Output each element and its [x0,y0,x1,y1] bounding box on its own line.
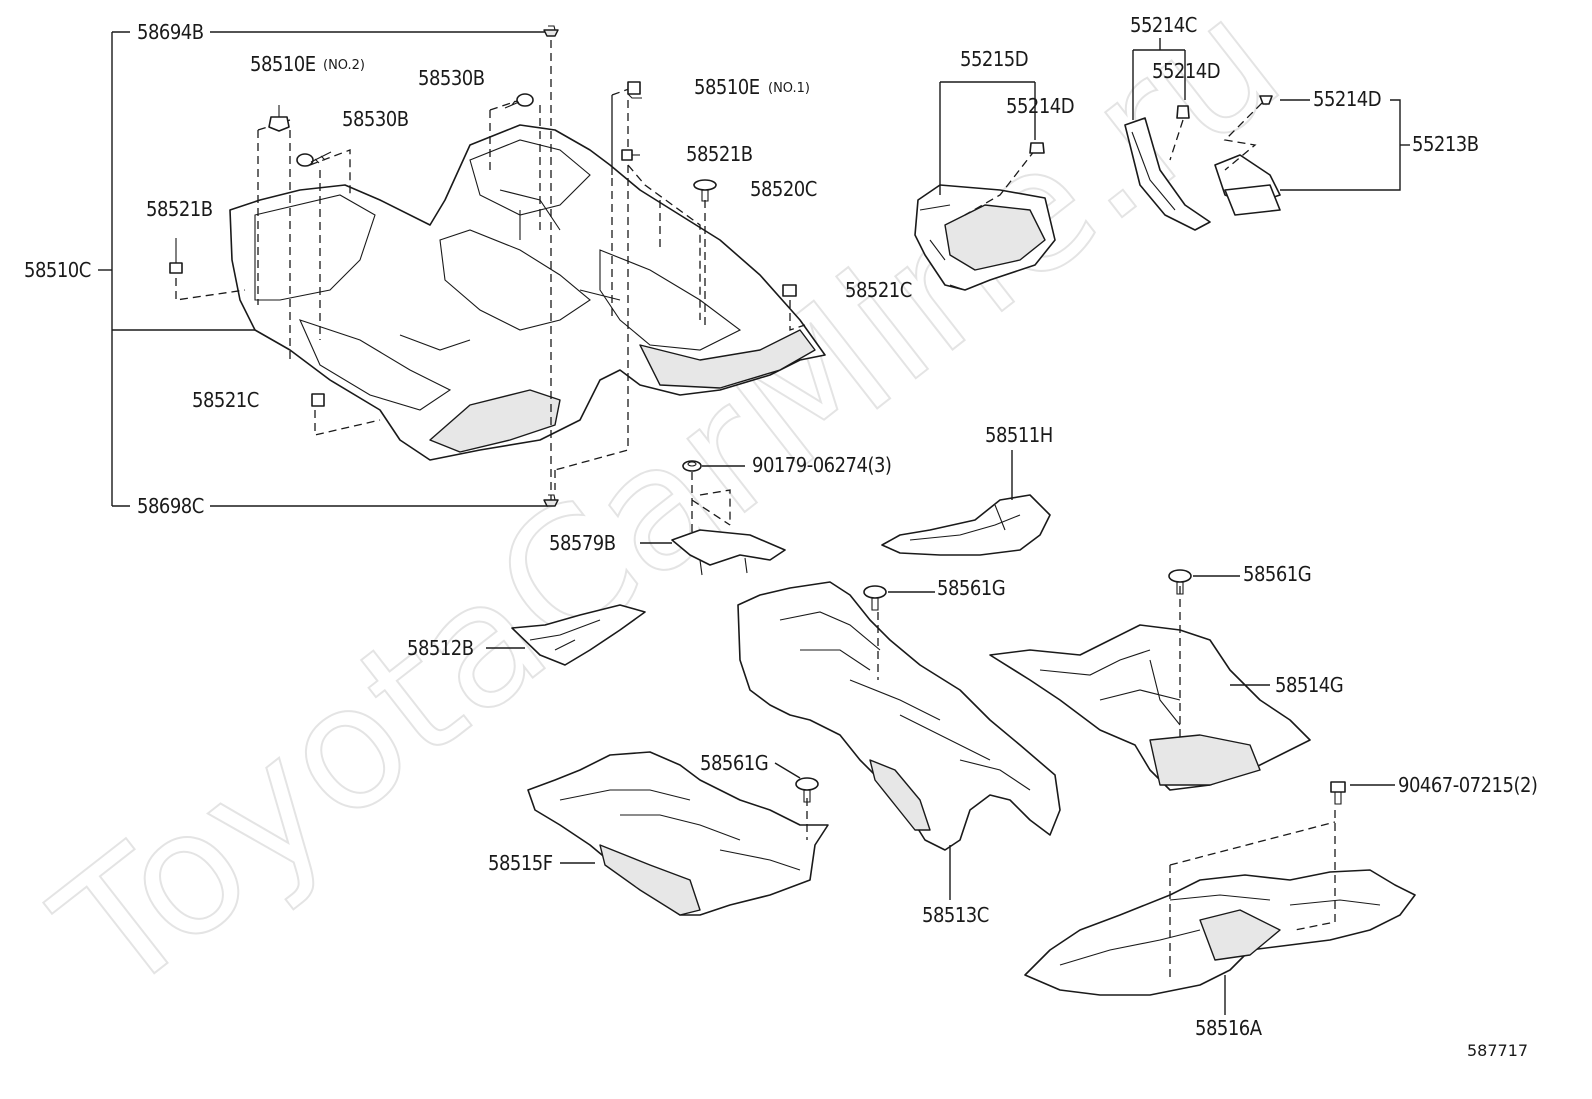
label-55214d-b: 55214D [1152,59,1220,83]
label-58510c: 58510C [24,258,91,282]
clip-icon [627,81,642,99]
label-58698c: 58698C [137,494,204,518]
label-55214d-a: 55214D [1006,94,1074,118]
part-55213b [1214,95,1410,216]
clip-icon [543,25,559,37]
floor-carpet-assembly [229,124,826,461]
screw-icon [504,93,534,109]
label-58561g-c: 58561G [700,751,768,775]
part-58513c [737,581,1061,900]
screw-icon [296,151,332,167]
clip-icon [1259,95,1273,105]
label-58561g-a: 58561G [937,576,1005,600]
label-58511h: 58511H [985,423,1053,447]
clip-icon [543,494,559,507]
label-58515f: 58515F [488,851,553,875]
label-58530b-b: 58530B [342,107,409,131]
clip-icon [169,238,183,274]
label-58530b-a: 58530B [418,66,485,90]
label-58520c: 58520C [750,177,817,201]
push-rivet-icon [863,585,887,611]
part-55215d [914,81,1056,291]
push-rivet-icon [693,179,717,202]
part-55214c [1124,38,1211,231]
label-90179: 90179-06274(3) [752,453,891,477]
part-58579b [640,460,786,576]
label-58521c-a: 58521C [845,278,912,302]
clip-icon [782,284,797,297]
clip-icon [621,149,640,161]
label-58516a: 58516A [1195,1016,1263,1040]
label-58510e-no2: 58510E [250,52,316,76]
part-58515f [527,751,829,916]
fasteners-top-left [169,25,797,507]
labels: 58694B 58510E (NO.2) 58530B 58530B 58510… [24,13,1538,1060]
label-no1: (NO.1) [768,81,810,96]
part-58511h [881,450,1051,556]
part-58514g [989,586,1311,791]
label-55213b: 55213B [1412,132,1479,156]
label-55214d-c: 55214D [1313,87,1381,111]
clip-icon [1176,105,1190,119]
label-58513c: 58513C [922,903,989,927]
fasteners-lower [774,569,1395,805]
label-58561g-b: 58561G [1243,562,1311,586]
push-rivet-icon [1168,569,1192,595]
label-no2: (NO.2) [323,58,365,73]
bracket-58510c [98,31,548,507]
label-90467: 90467-07215(2) [1398,773,1537,797]
push-rivet-icon [1330,781,1346,805]
part-58512b [486,604,646,666]
label-58512b: 58512B [407,636,474,660]
label-58694b: 58694B [137,20,204,44]
nut-icon [682,460,702,472]
diagram-number: 587717 [1467,1041,1528,1060]
clip-icon [268,105,290,132]
label-55215d: 55215D [960,47,1028,71]
label-58579b: 58579B [549,531,616,555]
label-55214c: 55214C [1130,13,1197,37]
clip-icon [1029,142,1045,154]
label-58521b-a: 58521B [686,142,753,166]
label-58510e-no1: 58510E [694,75,760,99]
label-58514g: 58514G [1275,673,1343,697]
push-rivet-icon [795,777,819,803]
part-58516a [1024,810,1416,1015]
label-58521b-b: 58521B [146,197,213,221]
clip-icon [311,393,325,407]
label-58521c-b: 58521C [192,388,259,412]
